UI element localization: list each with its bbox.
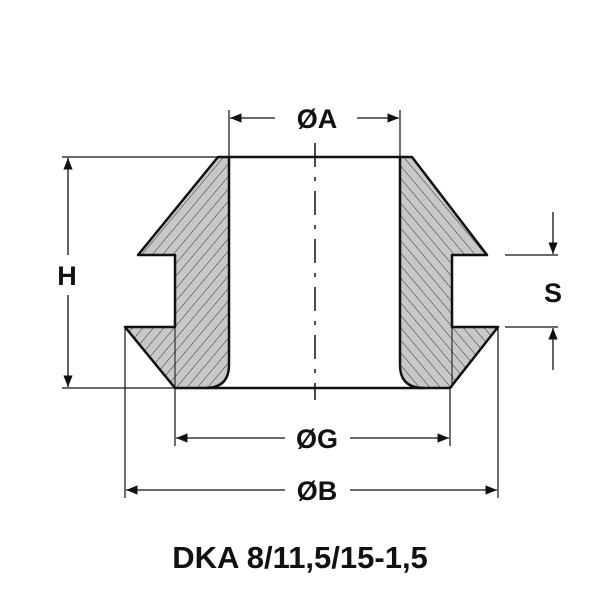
dim-s-label: S <box>544 278 562 308</box>
extension-lines <box>62 110 558 498</box>
dim-g-label: ØG <box>296 424 338 454</box>
right-section <box>398 155 500 390</box>
dim-h-label: H <box>57 261 77 291</box>
dim-a-label: ØA <box>297 104 338 134</box>
part-title: DKA 8/11,5/15-1,5 <box>172 540 428 575</box>
dim-b-label: ØB <box>297 476 338 506</box>
left-section <box>123 155 231 390</box>
dimension-lines <box>63 113 558 495</box>
